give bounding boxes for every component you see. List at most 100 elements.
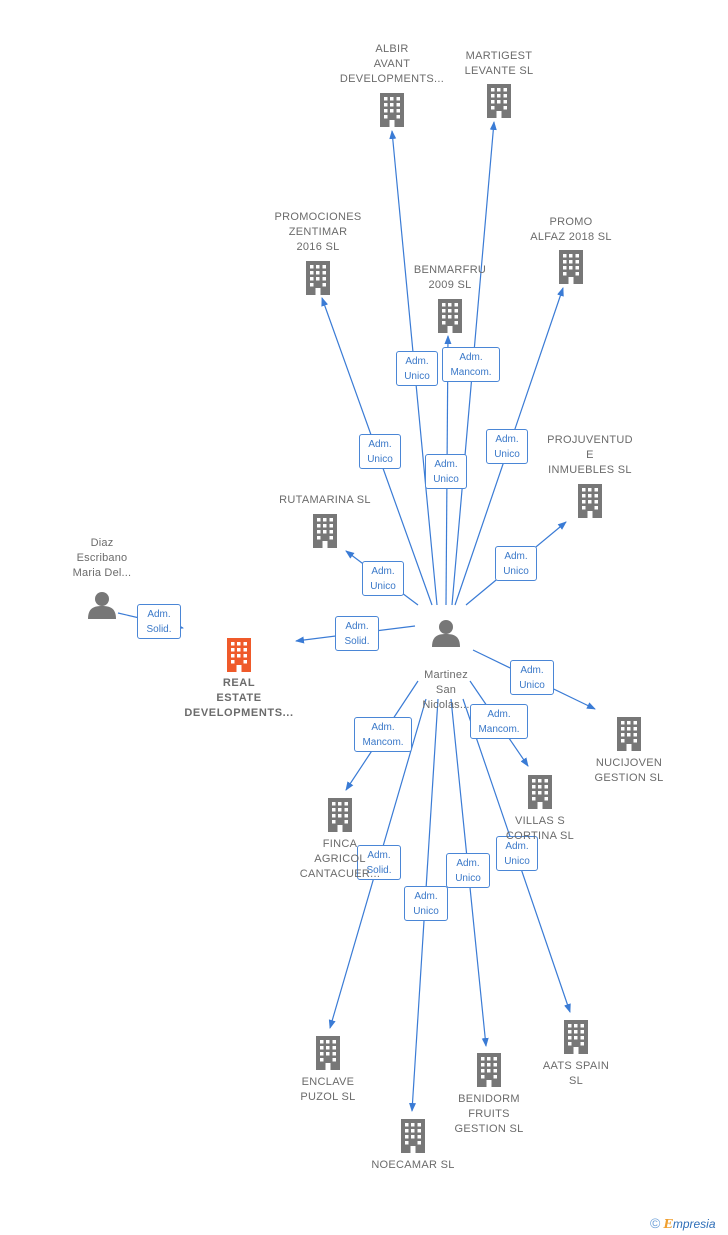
edge-label-line: Mancom. [450,367,492,378]
node-label-line: 2009 SL [428,279,472,291]
copyright-symbol: © [650,1215,661,1231]
edge-label-line: Adm. [414,891,438,902]
edge-label-line: Solid. [366,865,392,876]
edge-label-enclave[interactable]: Adm. Solid. [357,845,401,880]
edge-label-nucijoven[interactable]: Adm. Unico [510,660,554,695]
node-label-benidorm[interactable]: BENIDORM FRUITS GESTION SL [414,1092,564,1137]
node-label-promo[interactable]: PROMO ALFAZ 2018 SL [496,215,646,245]
node-label-line: BENIDORM [458,1093,520,1105]
edge-label-line: Mancom. [478,724,520,735]
node-label-line: GESTION SL [594,772,664,784]
node-label-line: DEVELOPMENTS... [339,73,445,85]
node-label-line: CANTACUER... [299,868,381,880]
node-label-line: FINCA [322,838,358,850]
node-label-line: MARTIGEST [465,50,533,62]
node-label-line: Martinez [424,669,468,681]
node-label-line: PROJUVENTUD [547,434,633,446]
edge-label-line: Adm. [487,709,511,720]
edge-label-line: Adm. [405,356,429,367]
node-label-line: ESTATE [216,692,262,704]
node-label-line: Diaz [90,537,114,549]
node-label-line: 2016 SL [296,241,340,253]
edge-label-line: Unico [433,474,459,485]
node-label-line: VILLAS S [514,815,566,827]
node-label-line: PUZOL SL [300,1091,356,1103]
node-label-benmarfru[interactable]: BENMARFRU 2009 SL [375,263,525,293]
edge-label-villas[interactable]: Adm. Mancom. [470,704,528,739]
edge-label-line: Adm. [434,459,458,470]
edge-label-noecamar[interactable]: Adm.Unico [404,886,448,921]
edge-label-line: Adm. [147,609,171,620]
edge-label-line: Unico [494,449,520,460]
node-label-line: AVANT [373,58,411,70]
node-label-aats[interactable]: AATS SPAIN SL [501,1059,651,1089]
edge-label-line: Unico [455,873,481,884]
node-label-line: GESTION SL [454,1123,524,1135]
node-label-line: BENMARFRU [413,264,487,276]
node-label-line: RUTAMARINA SL [279,494,371,506]
node-label-line: INMUEBLES SL [548,464,632,476]
node-label-line: FRUITS [468,1108,510,1120]
edge-label-aats[interactable]: Adm. Unico [496,836,538,871]
edge-label-benidorm[interactable]: Adm.Unico [446,853,490,888]
node-label-nucijoven[interactable]: NUCIJOVEN GESTION SL [554,756,704,786]
edge-label-line: Adm. [459,352,483,363]
node-label-promociones[interactable]: PROMOCIONES ZENTIMAR 2016 SL [243,210,393,255]
node-label-line: ALBIR [375,43,409,55]
node-label-martigest[interactable]: MARTIGEST LEVANTE SL [424,49,574,79]
node-label-albir[interactable]: ALBIR AVANT DEVELOPMENTS... [317,42,467,87]
edge-label-albir[interactable]: Adm. Unico [396,351,438,386]
node-label-line: CORTINA SL [505,830,575,842]
edge-label-finca[interactable]: Adm.Mancom. [354,717,412,752]
node-label-line: ZENTIMAR [288,226,348,238]
node-label-line: REAL [222,677,256,689]
node-label-line: PROMO [549,216,593,228]
edge-label-promociones[interactable]: Adm.Unico [359,434,401,469]
node-label-villas[interactable]: VILLAS S CORTINA SL [465,814,615,844]
edge-label-line: Adm. [495,434,519,445]
node-label-enclave[interactable]: ENCLAVE PUZOL SL [253,1075,403,1105]
node-label-line: LEVANTE SL [464,65,534,77]
edge-label-promo[interactable]: Adm. Unico [486,429,528,464]
node-label-line: ENCLAVE [301,1076,355,1088]
edge-label-line: Unico [503,566,529,577]
node-label-line: AATS SPAIN [542,1060,610,1072]
edge-label-projuventud[interactable]: Adm. Unico [495,546,537,581]
edge-label-line: Solid. [344,636,370,647]
edge-label-rutamarina[interactable]: Adm. Unico [362,561,404,596]
edge-label-line: Unico [370,581,396,592]
edge-label-line: Unico [519,680,545,691]
brand-initial: E [663,1217,673,1231]
node-label-line: San [435,684,457,696]
edge-label-line: Unico [404,371,430,382]
edge-label-line: Adm. [367,850,391,861]
node-label-projuventud[interactable]: PROJUVENTUD E INMUEBLES SL [515,433,665,478]
edge-label-martigest[interactable]: Adm. Mancom. [442,347,500,382]
edge-label-line: Mancom. [362,737,404,748]
empresia-brand: © Empresia [650,1214,716,1232]
node-label-noecamar[interactable]: NOECAMAR SL [338,1158,488,1173]
edge-label-line: Adm. [504,551,528,562]
edge-label-line: Adm. [371,566,395,577]
edge-label-real[interactable]: Adm.Solid. [335,616,379,651]
edge-label-real[interactable]: Adm.Solid. [137,604,181,639]
node-label-line: Escribano [76,552,128,564]
node-label-line: SL [568,1075,584,1087]
edge-label-line: Adm. [505,841,529,852]
edge-label-line: Unico [504,856,530,867]
node-label-line: PROMOCIONES [274,211,362,223]
edge-label-benmarfru[interactable]: Adm. Unico [425,454,467,489]
node-label-line: E [586,449,594,461]
brand-rest: mpresia [672,1217,716,1231]
node-label-line: Nicolas... [422,699,470,711]
node-label-line: NUCIJOVEN [595,757,663,769]
node-label-rutamarina[interactable]: RUTAMARINA SL [250,493,400,508]
node-label-line: NOECAMAR SL [371,1159,455,1171]
edge-label-line: Adm. [520,665,544,676]
node-label-line: ALFAZ 2018 SL [530,231,612,243]
